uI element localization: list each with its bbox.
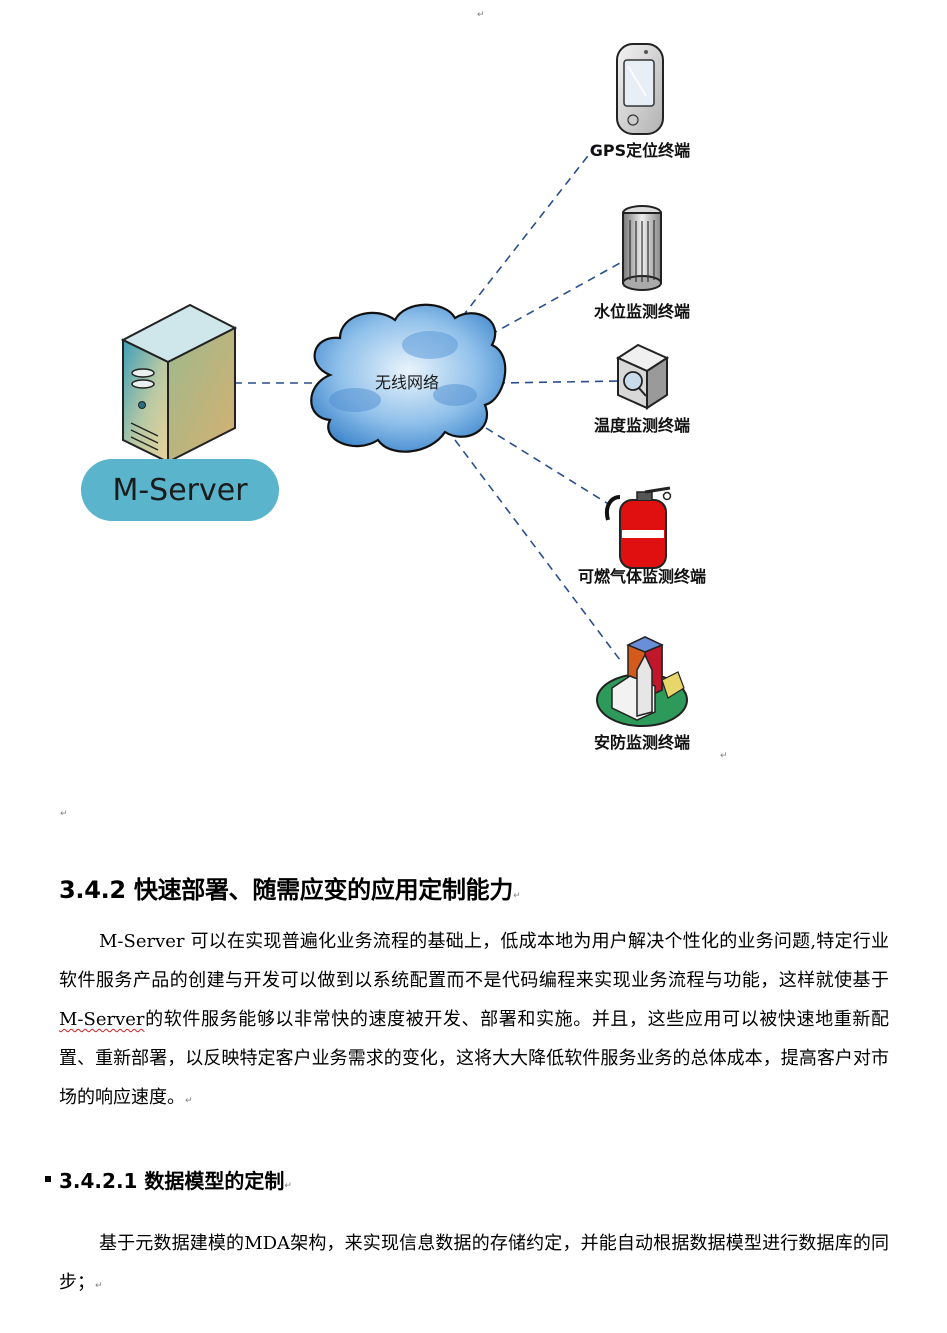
subsection-heading: 3.4.2.1 数据模型的定制↵ bbox=[59, 1169, 292, 1193]
terminal-label-temperature: 温度监测终端 bbox=[593, 416, 690, 435]
water-column-icon bbox=[622, 205, 662, 291]
fire-extinguisher-icon bbox=[605, 486, 672, 569]
network-diagram: M-Server 无线网络 GPS定位终端 水位监测终端 温度监测终端 bbox=[81, 43, 706, 752]
cloud-icon: 无线网络 bbox=[310, 303, 507, 453]
paragraph-mark: ↵ bbox=[720, 751, 728, 761]
subsection-paragraph: 基于元数据建模的MDA架构，来实现信息数据的存储约定，并能自动根据数据模型进行数… bbox=[59, 1233, 889, 1293]
spellcheck-underlined-term: M-Server bbox=[59, 1009, 145, 1030]
server-label: M-Server bbox=[112, 473, 248, 508]
terminal-label-gps: GPS定位终端 bbox=[590, 141, 690, 160]
heading-bullet bbox=[45, 1176, 51, 1182]
buildings-icon bbox=[596, 636, 688, 727]
cloud-label: 无线网络 bbox=[375, 373, 439, 392]
server-badge: M-Server bbox=[81, 459, 279, 521]
paragraph-mark: ↵ bbox=[477, 10, 485, 20]
section-paragraph: M-Server 可以在实现普遍化业务流程的基础上，低成本地为用户解决个性化的业… bbox=[59, 931, 889, 1108]
terminal-label-gas: 可燃气体监测终端 bbox=[578, 567, 706, 586]
connection-lines bbox=[178, 142, 641, 661]
terminal-label-water: 水位监测终端 bbox=[594, 302, 690, 321]
terminal-label-security: 安防监测终端 bbox=[594, 733, 690, 752]
temperature-sensor-icon bbox=[615, 343, 670, 410]
paragraph-mark: ↵ bbox=[60, 809, 68, 819]
server-icon bbox=[120, 303, 238, 464]
smartphone-icon bbox=[616, 43, 664, 135]
section-heading: 3.4.2 快速部署、随需应变的应用定制能力↵ bbox=[59, 876, 521, 904]
